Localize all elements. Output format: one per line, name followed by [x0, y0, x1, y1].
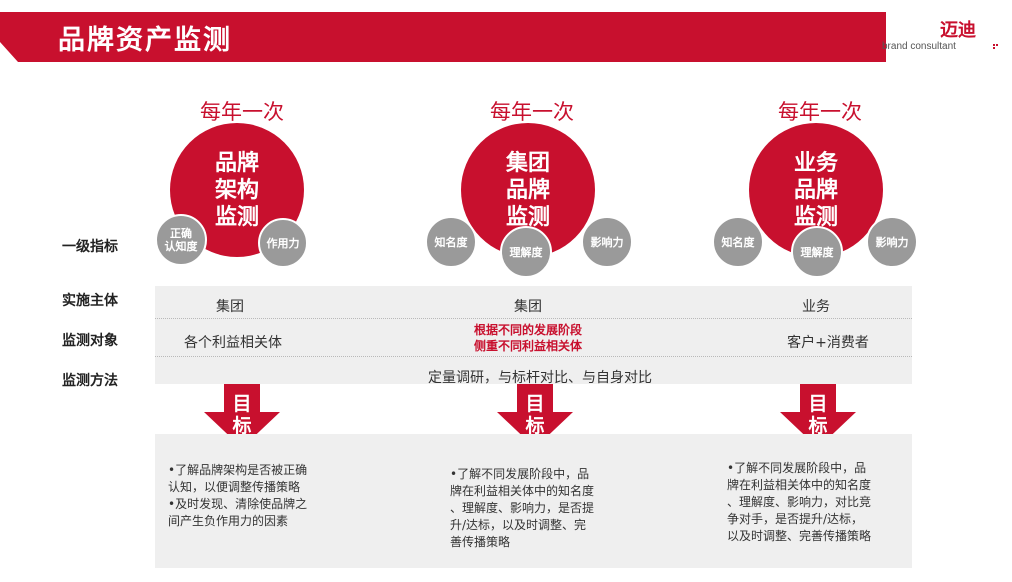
- row-label-subject: 实施主体: [62, 293, 118, 309]
- logo-dots-icon: [993, 44, 998, 49]
- group-brand-circle: 集团 品牌 监测: [461, 123, 595, 257]
- goal-text: •了解不同发展阶段中，品 牌在利益相关体中的知名度 、理解度、影响力，是否提 升…: [450, 467, 595, 549]
- goal-arrow-label: 目 标: [525, 393, 545, 437]
- business-brand-circle: 业务 品牌 监测: [749, 123, 883, 257]
- indicator-awareness: 知名度: [712, 216, 764, 268]
- target-cell: 各个利益相关体: [184, 335, 282, 351]
- logo-tagline: brand consultant: [882, 41, 956, 52]
- down-arrow-icon: [780, 384, 856, 448]
- logo-name: 迈迪: [940, 20, 976, 41]
- goal-arrow-label: 目 标: [808, 393, 828, 437]
- row-divider: [155, 356, 912, 357]
- row-label-level1: 一级指标: [62, 239, 118, 255]
- indicator-influence: 影响力: [581, 216, 633, 268]
- frequency-label: 每年一次: [778, 100, 862, 124]
- subject-cell: 业务: [802, 299, 830, 315]
- table-band: [155, 286, 912, 384]
- frequency-label: 每年一次: [200, 100, 284, 124]
- subject-cell: 集团: [216, 299, 244, 315]
- down-arrow-icon: [204, 384, 280, 448]
- page-title: 品牌资产监测: [58, 25, 232, 56]
- title-banner: [0, 12, 886, 62]
- goal-arrow-label: 目 标: [232, 393, 252, 437]
- goals-panel: [155, 434, 912, 568]
- goal-text: •了解不同发展阶段中，品 牌在利益相关体中的知名度 、理解度、影响力，对比竞 争…: [727, 461, 872, 543]
- goal-text: •了解品牌架构是否被正确 认知，以便调整传播策略 •及时发现、清除使品牌之 间产…: [168, 463, 308, 528]
- subject-cell: 集团: [514, 299, 542, 315]
- row-label-method: 监测方法: [62, 373, 118, 389]
- indicator-influence: 作用力: [258, 218, 308, 268]
- frequency-label: 每年一次: [490, 100, 574, 124]
- method-cell: 定量调研，与标杆对比、与自身对比: [428, 370, 652, 386]
- indicator-understanding: 理解度: [791, 226, 843, 278]
- target-cell: 客户+消费者: [787, 335, 869, 351]
- indicator-influence: 影响力: [866, 216, 918, 268]
- indicator-understanding: 理解度: [500, 226, 552, 278]
- indicator-accurate-awareness: 正确 认知度: [155, 214, 207, 266]
- row-label-target: 监测对象: [62, 333, 118, 349]
- target-cell: 根据不同的发展阶段 侧重不同利益相关体: [473, 323, 582, 353]
- down-arrow-icon: [497, 384, 573, 448]
- row-divider: [155, 318, 912, 319]
- indicator-awareness: 知名度: [425, 216, 477, 268]
